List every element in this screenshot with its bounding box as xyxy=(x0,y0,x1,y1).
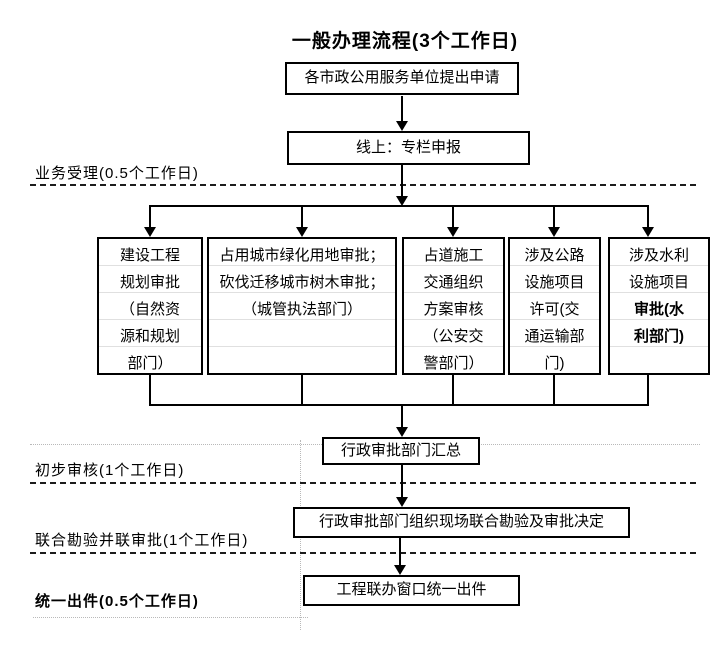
arrowhead-icon xyxy=(144,227,156,237)
node-online-declare: 线上：专栏申报 xyxy=(287,131,530,165)
connector-drop-1 xyxy=(149,207,151,227)
node-water-facility-approval: 涉及水利 设施项目 审批(水 利部门) xyxy=(608,237,710,375)
connector-bar-summary xyxy=(401,406,403,427)
node-line: 涉及公路 xyxy=(524,247,585,264)
connector-summary-joint xyxy=(401,465,403,497)
node-planning-approval: 建设工程 规划审批 （自然资 源和规划 部门） xyxy=(97,237,203,375)
node-line: 砍伐迁移城市树木审批； xyxy=(219,274,385,291)
connector-drop-5 xyxy=(647,207,649,227)
node-line: 建设工程 xyxy=(119,247,180,264)
connector-drop-3 xyxy=(452,207,454,227)
node-line: （自然资 xyxy=(119,301,180,318)
node-line: （公安交 xyxy=(423,328,484,345)
node-line: 设施项目 xyxy=(524,274,585,291)
stage-label-acceptance: 业务受理(0.5个工作日) xyxy=(35,165,199,182)
node-line: 通运输部 xyxy=(524,328,585,345)
arrowhead-icon xyxy=(642,227,654,237)
connector-drop-2 xyxy=(301,207,303,227)
node-line: 源和规划 xyxy=(119,328,180,345)
connector-drop-4 xyxy=(553,207,555,227)
stage-separator-joint-approval xyxy=(30,552,700,554)
node-summary-label: 行政审批部门汇总 xyxy=(340,441,461,459)
node-line: 部门） xyxy=(127,355,173,372)
node-highway-permit: 涉及公路 设施项目 许可(交 通运输部 门) xyxy=(508,237,601,375)
connector-return-3 xyxy=(452,375,454,406)
connector-return-5 xyxy=(647,375,649,406)
node-apply: 各市政公用服务单位提出申请 xyxy=(285,62,519,95)
arrowhead-icon xyxy=(396,121,408,131)
connector-apply-online xyxy=(401,96,403,121)
node-apply-label: 各市政公用服务单位提出申请 xyxy=(304,69,500,87)
connector-return-1 xyxy=(149,375,151,406)
node-unified-output: 工程联办窗口统一出件 xyxy=(303,575,520,606)
connector-return-4 xyxy=(553,375,555,406)
stage-label-unified-output: 统一出件(0.5个工作日) xyxy=(35,593,199,610)
arrowhead-icon xyxy=(447,227,459,237)
connector-return-2 xyxy=(301,375,303,406)
flowchart-title: 一般办理流程(3个工作日) xyxy=(291,31,519,52)
arrowhead-icon xyxy=(394,565,406,575)
node-joint-inspection-label: 行政审批部门组织现场联合勘验及审批决定 xyxy=(318,513,604,531)
node-line: 涉及水利 xyxy=(628,247,689,264)
connector-online-bar xyxy=(401,165,403,196)
distribution-bar xyxy=(149,205,649,207)
stage-separator-acceptance xyxy=(30,184,700,186)
node-line: 利部门) xyxy=(634,328,684,345)
convergence-bar xyxy=(149,404,649,406)
arrowhead-icon xyxy=(548,227,560,237)
node-online-declare-label: 线上：专栏申报 xyxy=(355,138,461,156)
node-line: 方案审核 xyxy=(423,301,484,318)
stage-label-preliminary-review: 初步审核(1个工作日) xyxy=(35,462,185,479)
node-line: （城管执法部门） xyxy=(241,301,362,318)
node-line: 审批(水 xyxy=(634,301,684,318)
node-line: 设施项目 xyxy=(628,274,689,291)
node-greening-tree-approval: 占用城市绿化用地审批； 砍伐迁移城市树木审批； （城管执法部门） xyxy=(207,237,397,375)
node-traffic-plan-review: 占道施工 交通组织 方案审核 （公安交 警部门） xyxy=(402,237,505,375)
node-unified-output-label: 工程联办窗口统一出件 xyxy=(336,581,487,599)
node-line: 规划审批 xyxy=(119,274,180,291)
stage-separator-preliminary-review xyxy=(30,482,700,484)
node-line: 警部门） xyxy=(423,355,484,372)
stage-label-joint-approval: 联合勘验并联审批(1个工作日) xyxy=(35,532,249,549)
arrowhead-icon xyxy=(396,196,408,206)
node-line: 门) xyxy=(544,355,565,372)
node-line: 占道施工 xyxy=(423,247,484,264)
arrowhead-icon xyxy=(296,227,308,237)
arrowhead-icon xyxy=(396,427,408,437)
node-line: 交通组织 xyxy=(423,274,484,291)
node-line: 占用城市绿化用地审批； xyxy=(219,247,385,264)
faint-gridline-horizontal xyxy=(33,617,308,618)
node-line: 许可(交 xyxy=(529,301,580,318)
connector-joint-output xyxy=(399,538,401,565)
node-summary: 行政审批部门汇总 xyxy=(322,437,480,465)
node-joint-inspection: 行政审批部门组织现场联合勘验及审批决定 xyxy=(293,507,630,538)
arrowhead-icon xyxy=(396,497,408,507)
